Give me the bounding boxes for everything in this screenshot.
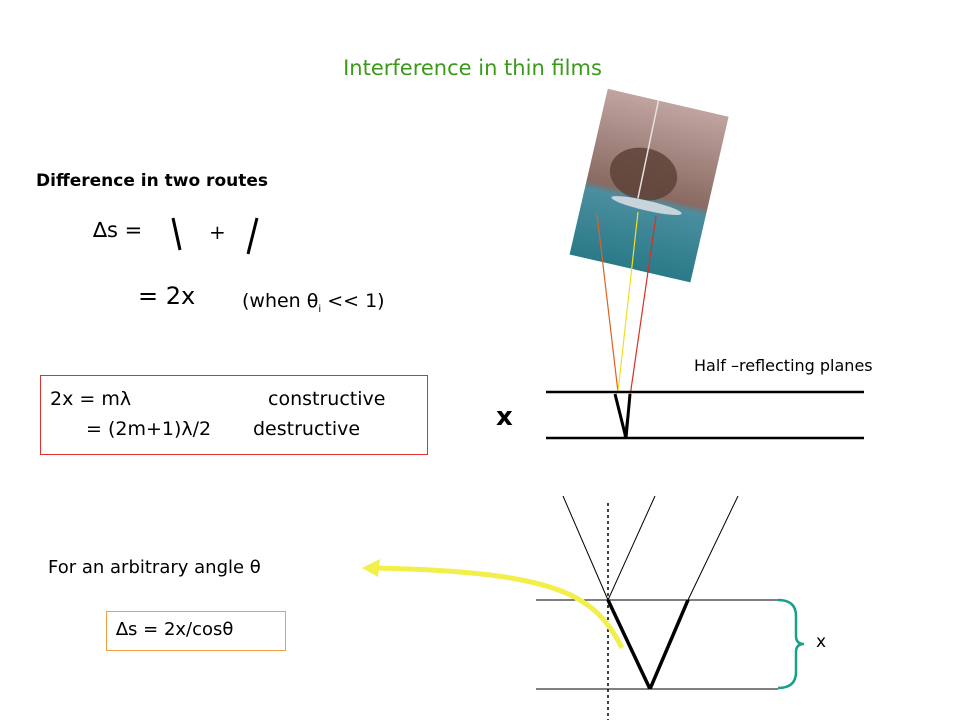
thickness-brace (777, 598, 805, 690)
destructive-label: destructive (253, 418, 361, 440)
route-slash (246, 217, 259, 255)
route-backslash (171, 217, 182, 251)
ray-yellow (617, 211, 639, 393)
path-difference-label: ∆s = (93, 218, 143, 242)
path-difference-formula: ∆s = 2x/cosθ (116, 619, 234, 640)
arrowhead (362, 559, 380, 577)
reflected-ray-1 (607, 495, 656, 601)
incident-ray (562, 495, 609, 601)
lower-v-left (606, 599, 652, 690)
arbitrary-angle-label: For an arbitrary angle θ (48, 557, 261, 578)
film-thickness-label: x (496, 402, 513, 432)
plus-sign: + (209, 220, 226, 244)
ray-orange (596, 213, 619, 393)
upper-v-left (613, 393, 628, 439)
constructive-equation: 2x = mλ (50, 388, 132, 410)
constructive-label: constructive (268, 388, 386, 410)
curved-arrow (377, 565, 625, 650)
formula-box (106, 611, 286, 651)
conditions-box (40, 375, 428, 455)
equals-2x: = 2x (138, 282, 196, 310)
reflected-ray-2 (687, 495, 739, 601)
upper-v-right (624, 393, 632, 439)
brace-thickness-label: x (816, 632, 827, 652)
lower-v-right (648, 599, 690, 690)
destructive-equation: = (2m+1)λ/2 (86, 418, 212, 440)
small-angle-condition: (when θi << 1) (242, 290, 385, 315)
half-reflecting-planes-label: Half –reflecting planes (694, 356, 873, 375)
routes-label: Difference in two routes (36, 171, 268, 191)
page-title: Interference in thin films (343, 56, 602, 80)
